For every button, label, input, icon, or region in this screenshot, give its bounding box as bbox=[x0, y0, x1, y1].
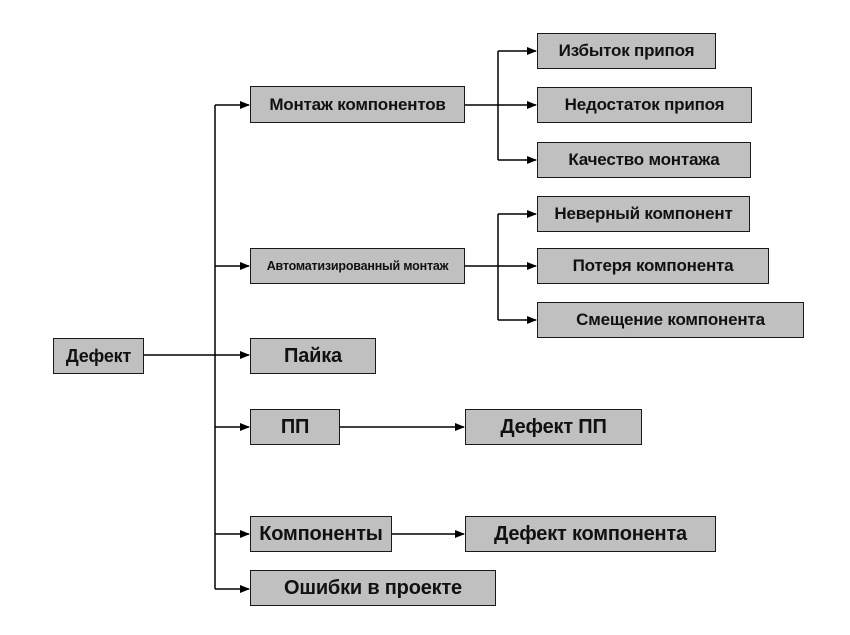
category-soldering: Пайка bbox=[250, 338, 376, 374]
node-insufficient-solder: Недостаток припоя bbox=[537, 87, 752, 123]
category-assembly: Монтаж компонентов bbox=[250, 86, 465, 123]
node-pcb-defect: Дефект ПП bbox=[465, 409, 642, 445]
node-mount-quality: Качество монтажа bbox=[537, 142, 751, 178]
node-shifted-component: Смещение компонента bbox=[537, 302, 804, 338]
node-excess-solder: Избыток припоя bbox=[537, 33, 716, 69]
category-pcb: ПП bbox=[250, 409, 340, 445]
root-node-defect: Дефект bbox=[53, 338, 144, 374]
category-design-errors: Ошибки в проекте bbox=[250, 570, 496, 606]
node-wrong-component: Неверный компонент bbox=[537, 196, 750, 232]
category-automated-assembly: Автоматизированный монтаж bbox=[250, 248, 465, 284]
node-lost-component: Потеря компонента bbox=[537, 248, 769, 284]
node-component-defect: Дефект компонента bbox=[465, 516, 716, 552]
category-components: Компоненты bbox=[250, 516, 392, 552]
